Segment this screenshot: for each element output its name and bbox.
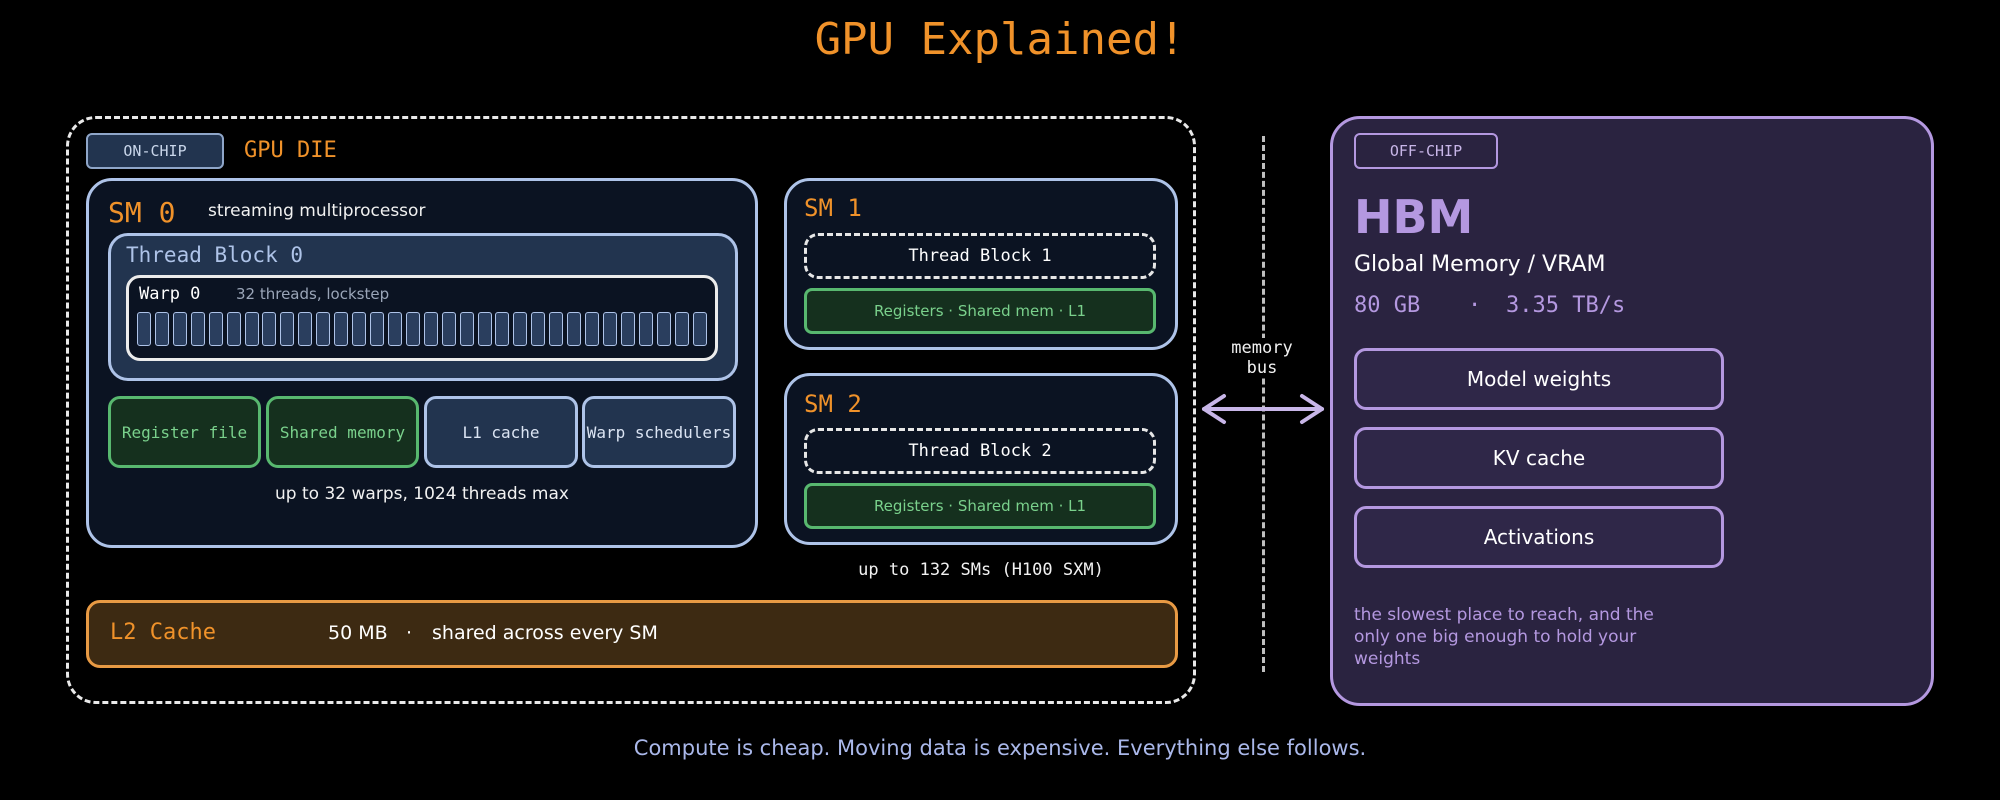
l1-cache-box: L1 cache bbox=[424, 396, 578, 468]
thread-lane bbox=[316, 312, 331, 346]
thread-block-1: Thread Block 1 bbox=[804, 233, 1156, 279]
register-file-box: Register file bbox=[108, 396, 261, 468]
memory-bus-line bbox=[1262, 136, 1265, 672]
hbm-note: the slowest place to reach, and the only… bbox=[1354, 605, 1654, 669]
sm1-title: SM 1 bbox=[804, 194, 862, 222]
warp-schedulers-box: Warp schedulers bbox=[582, 396, 736, 468]
thread-lane bbox=[441, 312, 456, 346]
thread-lane bbox=[513, 312, 528, 346]
thread-lane bbox=[549, 312, 564, 346]
hbm-title: HBM bbox=[1354, 190, 1474, 244]
thread-lane bbox=[477, 312, 492, 346]
thread-lanes bbox=[137, 312, 707, 348]
thread-lane bbox=[620, 312, 635, 346]
hbm-subtitle: Global Memory / VRAM bbox=[1354, 252, 1606, 277]
l2-cache-size: 50 MB bbox=[328, 622, 388, 644]
thread-lane bbox=[137, 312, 151, 346]
hbm-item-activations: Activations bbox=[1354, 506, 1724, 568]
hbm-item-kv-cache: KV cache bbox=[1354, 427, 1724, 489]
gpu-die-label: GPU DIE bbox=[244, 138, 337, 163]
l2-separator: · bbox=[406, 622, 413, 644]
hbm-bandwidth: 3.35 TB/s bbox=[1506, 293, 1626, 318]
footer-tagline: Compute is cheap. Moving data is expensi… bbox=[633, 736, 1367, 760]
hbm-capacity: 80 GB bbox=[1354, 293, 1421, 318]
hbm-separator: · bbox=[1468, 293, 1482, 318]
thread-lane bbox=[298, 312, 313, 346]
thread-lane bbox=[262, 312, 277, 346]
l2-cache-title: L2 Cache bbox=[110, 620, 216, 645]
shared-memory-box: Shared memory bbox=[266, 396, 419, 468]
thread-lane bbox=[405, 312, 420, 346]
thread-lane bbox=[692, 312, 707, 346]
sm0-title: SM 0 bbox=[108, 196, 176, 229]
on-chip-tag: ON-CHIP bbox=[86, 133, 224, 169]
thread-lane bbox=[208, 312, 223, 346]
warp-0 bbox=[126, 275, 718, 361]
page-title: GPU Explained! bbox=[814, 14, 1186, 65]
sm0-footnote: up to 32 warps, 1024 threads max bbox=[275, 484, 569, 504]
thread-lane bbox=[190, 312, 205, 346]
memory-bus-label: memory bus bbox=[1212, 338, 1312, 378]
bidirectional-arrow-icon bbox=[1202, 394, 1324, 424]
sm2-resources-strip: Registers · Shared mem · L1 bbox=[804, 483, 1156, 529]
sm-count-footnote: up to 132 SMs (H100 SXM) bbox=[858, 560, 1104, 580]
thread-lane bbox=[369, 312, 384, 346]
l2-cache-box bbox=[86, 600, 1178, 668]
thread-lane bbox=[387, 312, 402, 346]
thread-lane bbox=[226, 312, 241, 346]
warp-0-title: Warp 0 bbox=[139, 284, 201, 304]
thread-lane bbox=[352, 312, 367, 346]
off-chip-tag: OFF-CHIP bbox=[1354, 133, 1498, 169]
hbm-item-model-weights: Model weights bbox=[1354, 348, 1724, 410]
thread-lane bbox=[244, 312, 259, 346]
thread-lane bbox=[423, 312, 438, 346]
thread-lane bbox=[280, 312, 295, 346]
thread-lane bbox=[674, 312, 689, 346]
thread-lane bbox=[638, 312, 653, 346]
thread-lane bbox=[334, 312, 349, 346]
sm1-resources-strip: Registers · Shared mem · L1 bbox=[804, 288, 1156, 334]
hbm-box bbox=[1330, 116, 1934, 706]
gpu-die-boundary bbox=[66, 116, 1196, 704]
thread-lane bbox=[585, 312, 600, 346]
sm2-title: SM 2 bbox=[804, 390, 862, 418]
thread-lane bbox=[495, 312, 510, 346]
thread-lane bbox=[172, 312, 187, 346]
thread-lane bbox=[567, 312, 582, 346]
sm0-description: streaming multiprocessor bbox=[208, 201, 426, 221]
thread-block-2: Thread Block 2 bbox=[804, 428, 1156, 474]
thread-lane bbox=[656, 312, 671, 346]
warp-0-description: 32 threads, lockstep bbox=[236, 285, 390, 303]
l2-cache-description: shared across every SM bbox=[432, 622, 658, 644]
thread-lane bbox=[459, 312, 474, 346]
thread-block-0-title: Thread Block 0 bbox=[126, 243, 304, 267]
thread-lane bbox=[154, 312, 169, 346]
thread-lane bbox=[602, 312, 617, 346]
thread-lane bbox=[531, 312, 546, 346]
